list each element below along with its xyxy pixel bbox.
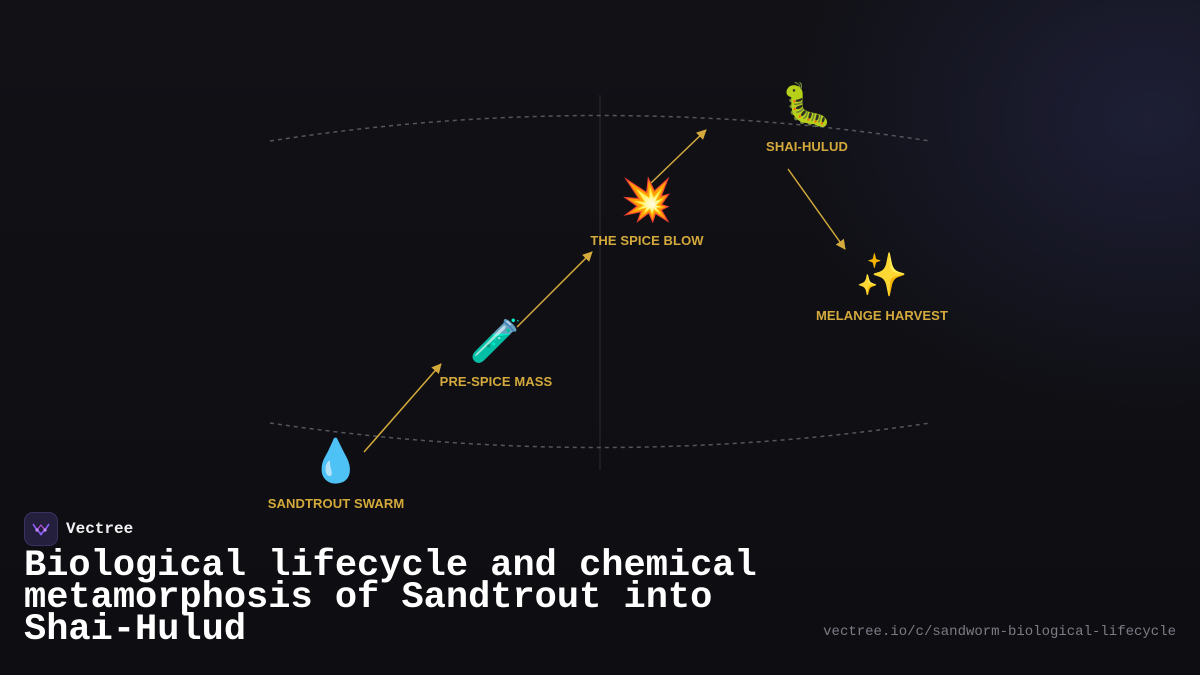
node-label-spice-blow: THE SPICE BLOW	[590, 233, 704, 248]
node-label-shai-hulud: SHAI-HULUD	[766, 139, 848, 154]
brand-name: Vectree	[66, 520, 134, 538]
node-label-sandtrout-swarm: SANDTROUT SWARM	[267, 496, 405, 511]
node-label-pre-spice-mass: PRE-SPICE MASS	[439, 374, 553, 389]
source-url: vectree.io/c/sandworm-biological-lifecyc…	[823, 624, 1176, 640]
page-title: Biological lifecycle and chemical metamo…	[24, 545, 757, 651]
upper-boundary-curve	[269, 114, 931, 142]
water-droplet-icon: 💧	[309, 436, 363, 485]
arrow-shai-hulud-to-melange-harvest	[787, 168, 846, 250]
arrow-spice-blow-to-shai-hulud	[650, 129, 707, 184]
lower-boundary-curve	[269, 422, 931, 449]
brand: Vectree	[24, 512, 133, 546]
node-label-melange-harvest: MELANGE HARVEST	[816, 308, 948, 323]
explosion-icon: 💥	[620, 175, 674, 224]
vectree-logo-icon	[24, 512, 58, 546]
arrow-pre-spice-mass-to-spice-blow	[516, 251, 593, 328]
test-tube-icon: 🧪	[469, 316, 523, 365]
sparkles-icon: ✨	[855, 250, 909, 299]
arrow-sandtrout-swarm-to-pre-spice-mass	[363, 363, 442, 453]
worm-icon: 🐛	[780, 80, 834, 129]
